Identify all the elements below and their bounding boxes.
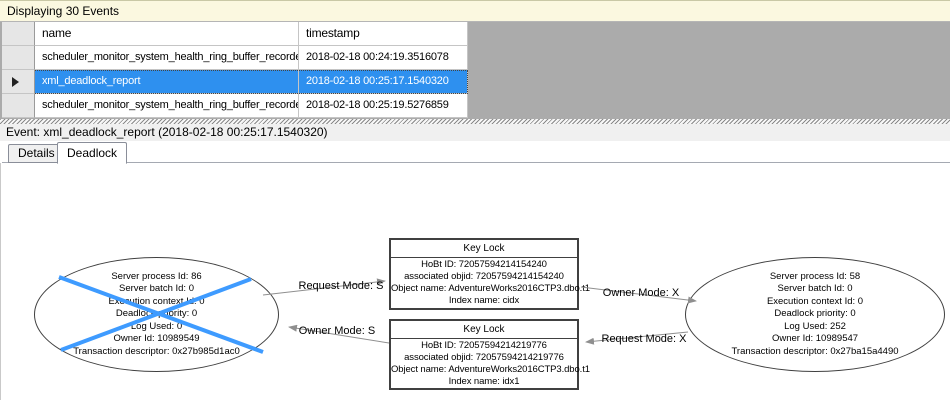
edge-label: Request Mode: S: [299, 280, 384, 292]
node-line: Index name: cidx: [448, 295, 520, 307]
node-line: Log Used: 0: [130, 320, 183, 332]
table-row[interactable]: scheduler_monitor_system_health_ring_buf…: [2, 46, 468, 70]
cell-timestamp[interactable]: 2018-02-18 00:25:19.5276859: [299, 94, 468, 118]
node-line: Server batch Id: 0: [777, 283, 853, 295]
events-count-bar: Displaying 30 Events: [0, 0, 950, 22]
node-line: Transaction descriptor: 0x27b985d1ac0: [73, 345, 240, 357]
node-line: Server batch Id: 0: [119, 283, 194, 295]
node-line: HoBt ID: 72057594214154240: [421, 259, 547, 270]
cell-timestamp[interactable]: 2018-02-18 00:24:19.3516078: [299, 46, 468, 70]
node-line: Server process Id: 58: [769, 270, 861, 282]
edge-request-x: [585, 331, 689, 345]
edge-request-s: [262, 278, 386, 296]
cell-timestamp[interactable]: 2018-02-18 00:25:17.1540320: [299, 70, 468, 94]
cell-name[interactable]: scheduler_monitor_system_health_ring_buf…: [35, 94, 299, 118]
row-selector-cell[interactable]: [2, 70, 35, 94]
table-row[interactable]: scheduler_monitor_system_health_ring_buf…: [2, 94, 468, 118]
node-line: Owner Id: 10989549: [113, 333, 200, 345]
row-selector-cell[interactable]: [2, 46, 35, 70]
table-row-selected[interactable]: xml_deadlock_report 2018-02-18 00:25:17.…: [2, 70, 468, 94]
edge-owner-x: [580, 286, 697, 304]
tab-strip: Details Deadlock: [0, 141, 950, 164]
resource-node-title: Key Lock: [391, 240, 577, 258]
node-line: Deadlock priority: 0: [774, 308, 856, 320]
edge-label: Owner Mode: S: [299, 325, 375, 337]
column-header-timestamp[interactable]: timestamp: [299, 22, 468, 46]
selected-event-bar: Event: xml_deadlock_report (2018-02-18 0…: [0, 124, 950, 141]
resource-node-text: HoBt ID: 72057594214154240 associated ob…: [391, 258, 590, 308]
row-selector-header-cell: [2, 22, 35, 46]
resource-node-key-lock-idx1[interactable]: Key Lock HoBt ID: 72057594214219776 asso…: [389, 319, 590, 390]
edge-label: Request Mode: X: [602, 333, 688, 345]
events-count-label: Displaying 30 Events: [7, 4, 120, 18]
current-row-arrow-icon: [12, 77, 19, 87]
edge-label: Owner Mode: X: [603, 287, 680, 299]
node-line: Index name: idx1: [448, 376, 520, 388]
table-header-row: name timestamp: [2, 22, 468, 46]
edge-owner-s: [288, 324, 390, 344]
row-selector-cell[interactable]: [2, 94, 35, 118]
node-line: Owner Id: 10989547: [771, 333, 859, 345]
node-line: Server process Id: 86: [111, 270, 202, 282]
node-line: associated objid: 72057594214154240: [404, 271, 564, 283]
node-line: Execution context Id: 0: [108, 295, 205, 307]
resource-node-text: HoBt ID: 72057594214219776 associated ob…: [391, 339, 590, 389]
node-line: Transaction descriptor: 0x27ba15a4490: [731, 345, 899, 357]
grid-detail-splitter[interactable]: [0, 119, 950, 124]
cell-name[interactable]: scheduler_monitor_system_health_ring_buf…: [35, 46, 299, 70]
node-line: HoBt ID: 72057594214219776: [421, 340, 547, 351]
tab-details[interactable]: Details: [8, 144, 65, 163]
node-line: associated objid: 72057594214219776: [404, 352, 564, 364]
node-line: Log Used: 252: [784, 320, 846, 332]
node-line: Object name: AdventureWorks2016CTP3.dbo.…: [391, 283, 590, 295]
events-table: name timestamp scheduler_monitor_system_…: [2, 22, 468, 118]
node-line: Deadlock priority: 0: [115, 308, 198, 320]
resource-node-title: Key Lock: [391, 321, 577, 339]
cell-name[interactable]: xml_deadlock_report: [35, 70, 299, 94]
deadlock-graph-panel: Server process Id: 86 Server batch Id: 0…: [0, 163, 950, 400]
selected-event-label: Event: xml_deadlock_report (2018-02-18 0…: [6, 125, 328, 139]
column-header-name[interactable]: name: [35, 22, 299, 46]
node-line: Execution context Id: 0: [766, 295, 864, 307]
process-node[interactable]: Server process Id: 58 Server batch Id: 0…: [685, 257, 945, 372]
process-node-text: Server process Id: 86 Server batch Id: 0…: [73, 271, 240, 359]
process-node-victim[interactable]: Server process Id: 86 Server batch Id: 0…: [34, 257, 279, 372]
tab-page-border: [2, 162, 950, 163]
tab-deadlock[interactable]: Deadlock: [57, 142, 128, 164]
node-line: Object name: AdventureWorks2016CTP3.dbo.…: [391, 364, 590, 376]
resource-node-key-lock-cidx[interactable]: Key Lock HoBt ID: 72057594214154240 asso…: [389, 238, 590, 310]
process-node-text: Server process Id: 58 Server batch Id: 0…: [731, 271, 898, 359]
events-grid: name timestamp scheduler_monitor_system_…: [0, 22, 950, 119]
